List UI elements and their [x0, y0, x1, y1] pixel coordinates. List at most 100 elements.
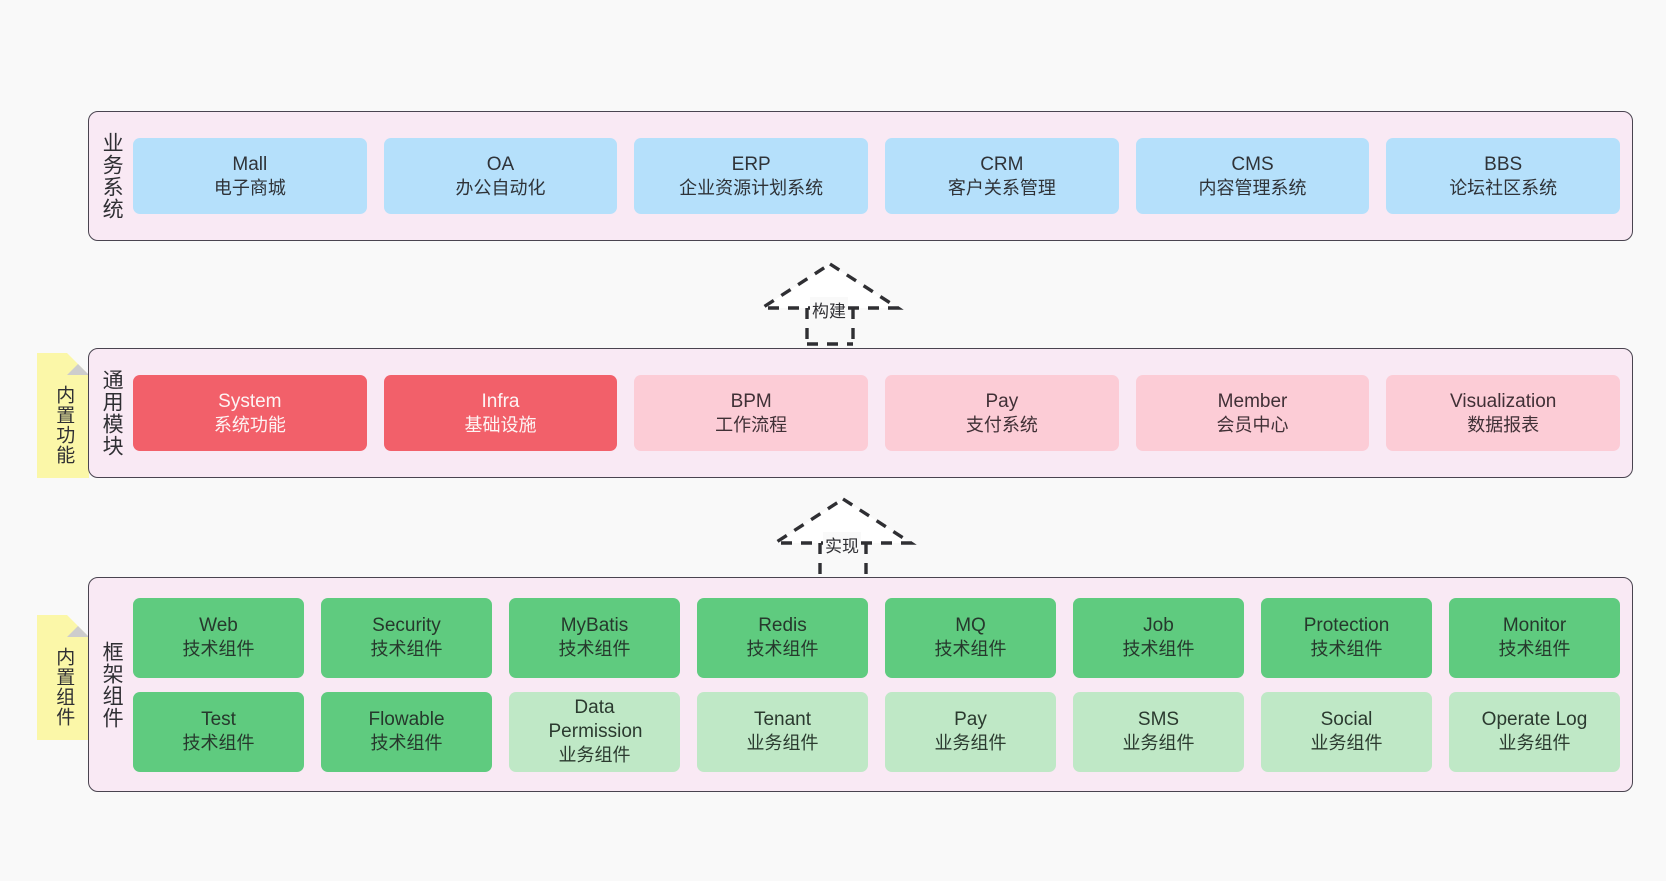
- card-title: SMS: [1137, 709, 1180, 731]
- card-title: Operate Log: [1481, 709, 1588, 731]
- card-subtitle: 电子商城: [213, 177, 286, 198]
- card-subtitle: 技术组件: [558, 639, 631, 660]
- card-title: Pay: [985, 390, 1019, 412]
- layer-common-modules: 通用模块 System 系统功能 Infra 基础设施 BPM 工作流程 Pay…: [88, 348, 1633, 478]
- card-flowable[interactable]: Flowable 技术组件: [321, 691, 492, 772]
- card-title: Flowable: [368, 709, 445, 731]
- card-title: Job: [1143, 615, 1174, 637]
- card-title: Monitor: [1502, 615, 1567, 637]
- card-pay-component[interactable]: Pay 业务组件: [885, 691, 1056, 772]
- card-security[interactable]: Security 技术组件: [321, 597, 492, 678]
- card-title: Test: [201, 709, 236, 731]
- card-bpm[interactable]: BPM 工作流程: [634, 375, 869, 451]
- connector-implement-label: 实现: [823, 532, 861, 557]
- layer-title-common-modules: 通用模块: [100, 369, 124, 457]
- note-builtin-components: 内置组件: [37, 615, 89, 740]
- card-title: Social: [1320, 709, 1373, 731]
- card-subtitle: 客户关系管理: [947, 177, 1056, 198]
- card-subtitle: 技术组件: [746, 639, 819, 660]
- card-row: Test 技术组件 Flowable 技术组件 Data Permission …: [133, 691, 1620, 772]
- card-subtitle: 企业资源计划系统: [679, 177, 824, 198]
- card-system[interactable]: System 系统功能: [133, 375, 367, 451]
- card-redis[interactable]: Redis 技术组件: [697, 597, 868, 678]
- card-bbs[interactable]: BBS 论坛社区系统: [1386, 138, 1621, 214]
- card-subtitle: 业务组件: [1122, 733, 1195, 754]
- card-sms[interactable]: SMS 业务组件: [1073, 691, 1244, 772]
- card-title: Security: [372, 615, 441, 637]
- card-subtitle: 业务组件: [746, 733, 819, 754]
- card-test[interactable]: Test 技术组件: [133, 691, 304, 772]
- card-title: OA: [486, 153, 515, 175]
- card-protection[interactable]: Protection 技术组件: [1261, 597, 1432, 678]
- card-title: CMS: [1231, 153, 1274, 175]
- card-subtitle: 技术组件: [1310, 639, 1383, 660]
- card-subtitle: 业务组件: [1498, 733, 1571, 754]
- layer-title-framework-components: 框架组件: [100, 640, 124, 729]
- card-visualization[interactable]: Visualization 数据报表: [1386, 375, 1621, 451]
- card-subtitle: 技术组件: [182, 639, 255, 660]
- card-title: BBS: [1484, 153, 1523, 175]
- note-text: 内置组件: [53, 646, 75, 727]
- connector-build: 构建: [756, 261, 904, 346]
- card-erp[interactable]: ERP 企业资源计划系统: [634, 138, 869, 214]
- card-subtitle: 技术组件: [934, 639, 1007, 660]
- card-infra[interactable]: Infra 基础设施: [383, 375, 618, 451]
- card-subtitle: 技术组件: [1122, 639, 1195, 660]
- card-member[interactable]: Member 会员中心: [1135, 375, 1370, 451]
- card-subtitle: 支付系统: [965, 414, 1038, 435]
- card-subtitle: 业务组件: [934, 733, 1007, 754]
- card-cms[interactable]: CMS 内容管理系统: [1135, 138, 1370, 214]
- layer-body-framework-components: Web 技术组件 Security 技术组件 MyBatis 技术组件 Redi…: [133, 578, 1632, 791]
- layer-body-common-modules: System 系统功能 Infra 基础设施 BPM 工作流程 Pay 支付系统…: [133, 349, 1632, 477]
- card-mybatis[interactable]: MyBatis 技术组件: [509, 597, 680, 678]
- card-row: Mall 电子商城 OA 办公自动化 ERP 企业资源计划系统 CRM 客户关系…: [133, 138, 1621, 214]
- card-title: System: [218, 390, 282, 412]
- card-crm[interactable]: CRM 客户关系管理: [885, 138, 1119, 214]
- card-social[interactable]: Social 业务组件: [1261, 691, 1432, 772]
- card-oa[interactable]: OA 办公自动化: [383, 138, 618, 214]
- card-subtitle: 业务组件: [1310, 733, 1383, 754]
- card-mall[interactable]: Mall 电子商城: [133, 138, 367, 214]
- card-subtitle: 办公自动化: [455, 177, 546, 198]
- card-title: CRM: [980, 153, 1024, 175]
- layer-business-systems: 业务系统 Mall 电子商城 OA 办公自动化 ERP 企业资源计划系统 CRM…: [88, 111, 1633, 241]
- card-pay-module[interactable]: Pay 支付系统: [885, 375, 1119, 451]
- card-row: System 系统功能 Infra 基础设施 BPM 工作流程 Pay 支付系统…: [133, 375, 1621, 451]
- card-title: MyBatis: [560, 615, 629, 637]
- card-title: Pay: [954, 709, 987, 731]
- card-subtitle: 会员中心: [1216, 414, 1289, 435]
- card-subtitle: 技术组件: [182, 733, 255, 754]
- card-title: Web: [199, 615, 238, 637]
- layer-title-business-systems: 业务系统: [100, 132, 124, 220]
- card-subtitle: 基础设施: [464, 414, 537, 435]
- card-title: Data Permission: [548, 697, 643, 743]
- card-title: Mall: [232, 153, 268, 175]
- card-subtitle: 技术组件: [370, 639, 443, 660]
- connector-build-label: 构建: [810, 297, 848, 322]
- card-subtitle: 业务组件: [558, 745, 631, 766]
- card-title: Member: [1217, 390, 1288, 412]
- card-job[interactable]: Job 技术组件: [1073, 597, 1244, 678]
- card-title: BPM: [730, 390, 772, 412]
- card-operate-log[interactable]: Operate Log 业务组件: [1449, 691, 1620, 772]
- card-subtitle: 技术组件: [370, 733, 443, 754]
- card-data-permission[interactable]: Data Permission 业务组件: [509, 691, 680, 772]
- card-subtitle: 论坛社区系统: [1449, 177, 1558, 198]
- card-web[interactable]: Web 技术组件: [133, 597, 304, 678]
- card-subtitle: 数据报表: [1467, 414, 1540, 435]
- card-title: Redis: [758, 615, 807, 637]
- card-title: Visualization: [1450, 390, 1557, 412]
- card-subtitle: 工作流程: [715, 414, 788, 435]
- card-title: ERP: [731, 153, 771, 175]
- card-mq[interactable]: MQ 技术组件: [885, 597, 1056, 678]
- card-title: Tenant: [753, 709, 812, 731]
- note-text: 内置功能: [53, 384, 75, 465]
- card-tenant[interactable]: Tenant 业务组件: [697, 691, 868, 772]
- layer-framework-components: 框架组件 Web 技术组件 Security 技术组件 MyBatis 技术组件…: [88, 577, 1633, 792]
- note-fold-corner: [67, 353, 89, 375]
- card-monitor[interactable]: Monitor 技术组件: [1449, 597, 1620, 678]
- note-builtin-features: 内置功能: [37, 353, 89, 478]
- card-title: MQ: [955, 615, 986, 637]
- layer-body-business-systems: Mall 电子商城 OA 办公自动化 ERP 企业资源计划系统 CRM 客户关系…: [133, 112, 1632, 240]
